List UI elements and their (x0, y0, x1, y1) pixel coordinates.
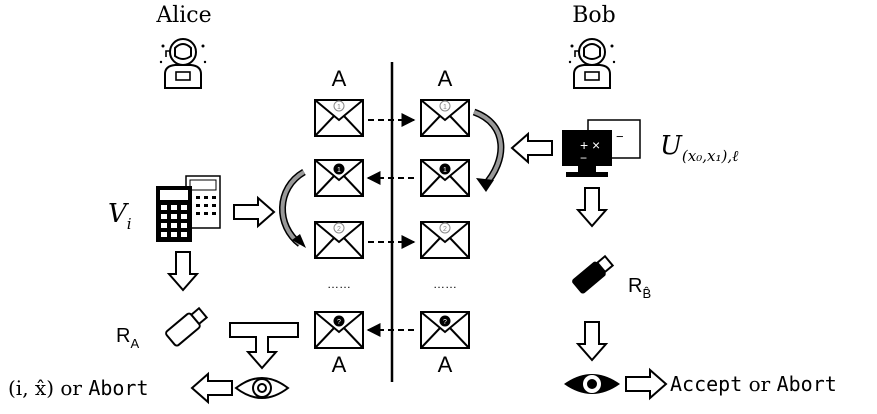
bob-swap-arrow (473, 110, 503, 188)
left-envelope-2-icon: 1 (314, 159, 364, 197)
left-ellipsis: …… (327, 277, 351, 291)
right-envelope-3-icon: 2 (420, 221, 470, 259)
computer-icon: + × − ÷ − (562, 119, 641, 177)
svg-text:÷: ÷ (604, 129, 611, 144)
svg-text:×: × (592, 137, 600, 153)
right-envelope-3-mark: 2 (443, 226, 447, 233)
svg-text:+: + (580, 137, 588, 153)
bob-swap-arrow-head (476, 178, 494, 192)
alice-astronaut-icon (158, 38, 208, 89)
right-envelope-5-icon: ? (420, 311, 470, 349)
bob-result: Accept or Abort (670, 372, 837, 396)
computer-to-envelope-arrow (511, 133, 553, 163)
left-envelope-5-icon: ? (314, 311, 364, 349)
bob-astronaut-icon (567, 38, 617, 89)
bob-eye-to-result-arrow (625, 369, 667, 399)
alice-result: (i, x̂) or Abort (8, 376, 149, 400)
bob-label: Bob (572, 3, 616, 28)
bob-swap-arrow-outline (472, 108, 505, 189)
right-envelope-5-mark: ? (443, 319, 447, 326)
bob-usb-drive-icon (572, 254, 615, 294)
merge-to-eye-arrow (229, 322, 299, 370)
right-envelope-1-mark: 1 (443, 104, 447, 111)
left-column-bottom-label: A (332, 352, 347, 377)
right-envelope-2-icon: 1 (420, 159, 470, 197)
alice-swap-arrow (280, 170, 306, 246)
left-column-top-label: A (332, 66, 347, 91)
usb-to-eye-arrow (577, 321, 607, 361)
alice-eye-to-result-arrow (191, 373, 233, 403)
left-envelope-5-mark: ? (337, 319, 341, 326)
bob-eye-icon (564, 374, 620, 394)
bob-register-label: RB̂ (628, 275, 651, 301)
svg-text:−: − (616, 129, 624, 144)
calculator-icon (156, 175, 221, 242)
right-envelope-2-mark: 1 (443, 167, 447, 174)
left-envelope-1-mark: 1 (337, 104, 341, 111)
left-envelope-2-mark: 1 (337, 167, 341, 174)
verifier-label: Vi (108, 199, 132, 233)
alice-swap-arrow-head (292, 234, 306, 248)
right-column-top-label: A (438, 66, 453, 91)
left-envelope-3-mark: 2 (337, 226, 341, 233)
alice-label: Alice (155, 3, 211, 28)
calculator-to-usb-arrow (168, 251, 198, 291)
alice-eye-icon (234, 377, 290, 399)
computer-to-usb-arrow (577, 187, 607, 227)
right-envelope-1-icon: 1 (420, 99, 470, 137)
calculator-to-envelope-arrow (233, 197, 275, 227)
alice-usb-drive-icon (165, 306, 209, 347)
left-envelope-1-icon: 1 (314, 99, 364, 137)
left-envelope-3-icon: 2 (314, 221, 364, 259)
right-ellipsis: …… (433, 277, 457, 291)
unitary-label: U(x₀,x₁),ℓ (660, 131, 738, 165)
right-column-bottom-label: A (438, 352, 453, 377)
svg-text:−: − (580, 151, 587, 165)
alice-register-label: RA (116, 325, 139, 351)
